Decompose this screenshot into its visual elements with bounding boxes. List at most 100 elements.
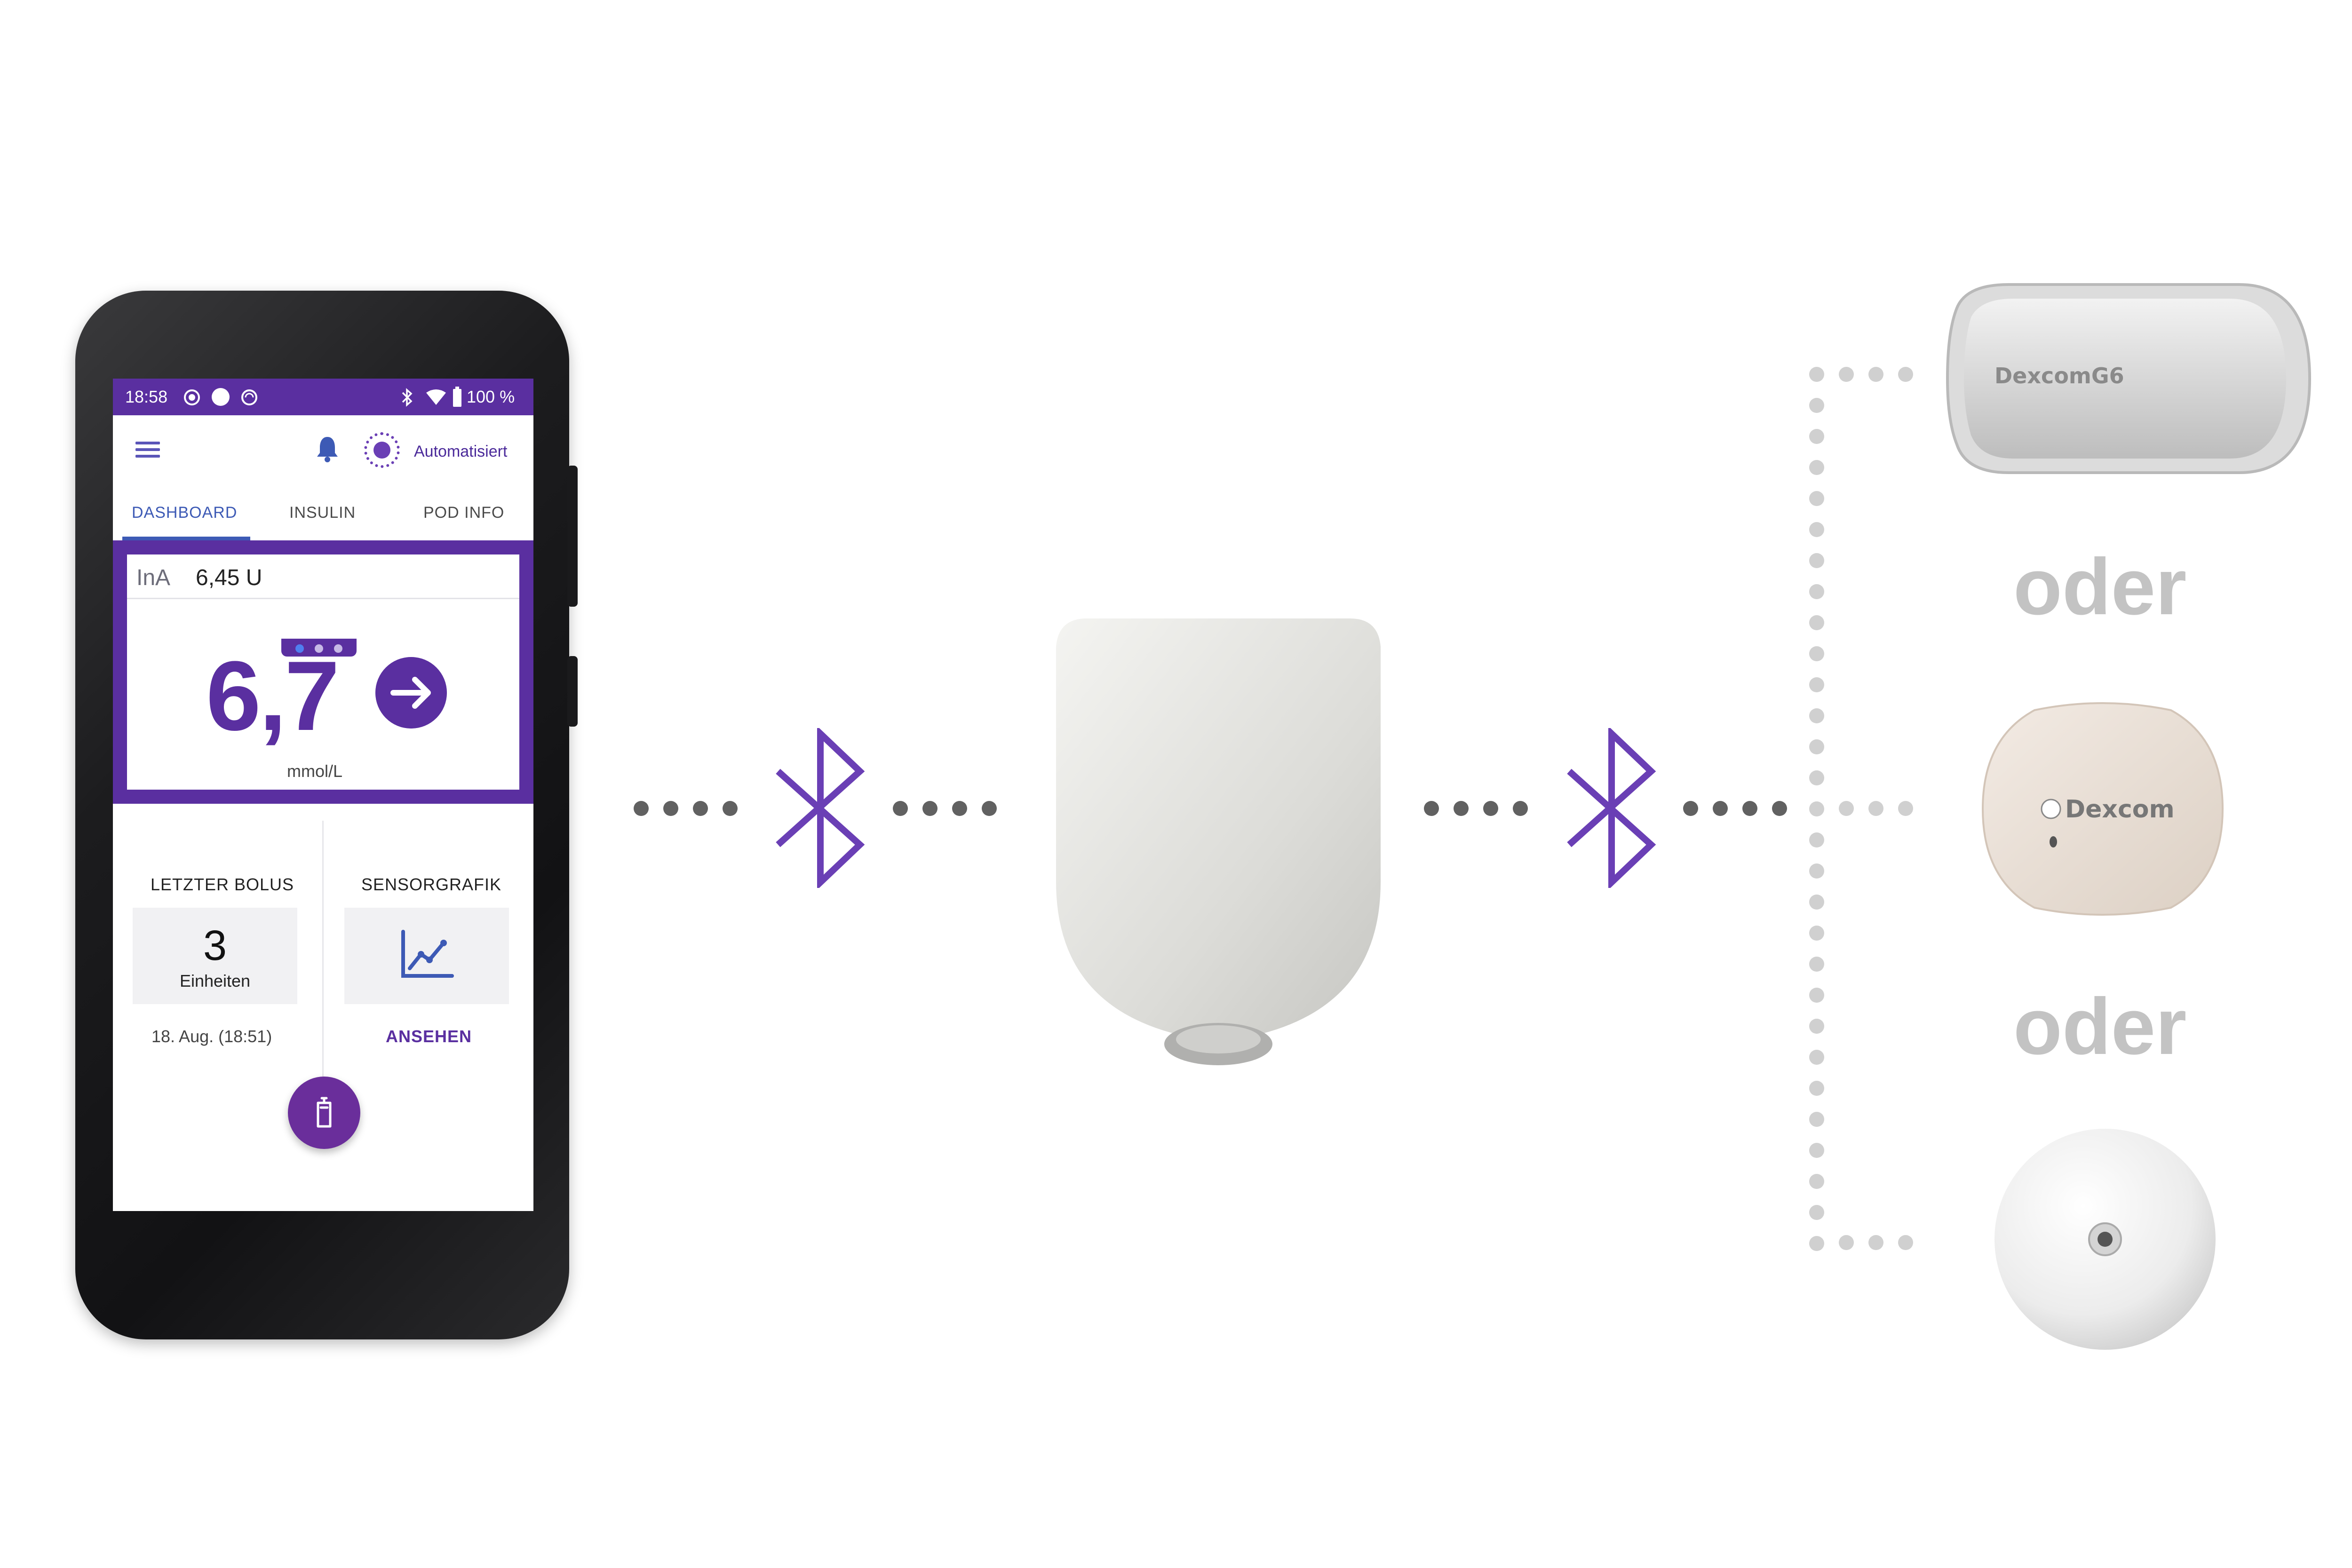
connector-dot xyxy=(1809,801,1824,816)
connector-dot xyxy=(634,801,649,816)
connector-dot xyxy=(952,801,967,816)
connector-dot xyxy=(1809,1050,1824,1065)
phone-screen: 18:58 100 % xyxy=(113,379,533,1211)
glucose-unit: mmol/L xyxy=(287,761,343,781)
automated-mode-icon[interactable] xyxy=(364,432,400,468)
bell-icon[interactable] xyxy=(315,435,340,462)
last-bolus-title: LETZTER BOLUS xyxy=(151,875,294,894)
connector-dot xyxy=(1809,926,1824,941)
connector-dot xyxy=(982,801,997,816)
connector-dot xyxy=(663,801,678,816)
connector-dot xyxy=(1424,801,1439,816)
column-divider xyxy=(322,821,324,1103)
status-time: 18:58 xyxy=(125,387,168,406)
connector-dot xyxy=(1809,895,1824,910)
glucose-card-inner: InA 6,45 U 6,7 mmol/L xyxy=(127,554,519,790)
connector-dot xyxy=(1809,460,1824,475)
connector-dot xyxy=(1868,801,1883,816)
mode-label[interactable]: Automatisiert xyxy=(414,443,508,460)
connector-dot xyxy=(922,801,938,816)
connector-dot xyxy=(1868,367,1883,382)
tab-active-indicator xyxy=(122,537,250,540)
phone-power-button xyxy=(567,656,578,727)
connector-dot xyxy=(1809,367,1824,382)
connector-dot xyxy=(1809,770,1824,785)
last-bolus-value: 3 xyxy=(203,922,227,969)
connector-dot xyxy=(1809,1019,1824,1034)
connector-dot xyxy=(1839,801,1854,816)
bluetooth-icon xyxy=(776,728,865,888)
dexcom-sensor: Dexcom xyxy=(1981,702,2224,916)
sensor-graph-title: SENSORGRAFIK xyxy=(361,875,502,894)
app-bar: Automatisiert xyxy=(113,415,533,482)
ina-label: InA xyxy=(136,565,171,590)
tab-bar: DASHBOARD INSULIN POD INFO xyxy=(113,481,533,540)
connector-dot xyxy=(1713,801,1728,816)
line-chart-icon xyxy=(401,930,454,978)
connector-dot xyxy=(1809,615,1824,630)
connector-dot xyxy=(1839,367,1854,382)
connector-dot xyxy=(1809,1236,1824,1251)
battery-icon xyxy=(453,387,461,407)
last-bolus-time: 18. Aug. (18:51) xyxy=(151,1027,272,1046)
page-indicator[interactable] xyxy=(281,639,357,657)
connector-dot xyxy=(1742,801,1757,816)
dexcom-g6-label: DexcomG6 xyxy=(1994,363,2124,388)
wifi-icon xyxy=(426,389,446,405)
bolus-icon xyxy=(317,1097,332,1128)
or-separator-1: oder xyxy=(2013,542,2187,632)
connector-dot xyxy=(1898,1235,1913,1250)
page-dot-2 xyxy=(315,644,323,653)
tab-pod-info[interactable]: POD INFO xyxy=(423,504,505,522)
glucose-value: 6,7 xyxy=(206,641,340,751)
view-sensor-graph-link[interactable]: ANSEHEN xyxy=(386,1027,472,1046)
connector-dot xyxy=(1483,801,1498,816)
connector-dot xyxy=(1454,801,1469,816)
connector-dot xyxy=(1898,801,1913,816)
connector-dot xyxy=(1809,957,1824,972)
connector-dot xyxy=(1809,1143,1824,1158)
connector-dot xyxy=(1809,988,1824,1003)
arrow-right-icon xyxy=(375,657,447,729)
record-icon xyxy=(184,389,200,405)
connector-dot xyxy=(1809,646,1824,661)
sensor-graph-box[interactable] xyxy=(344,908,509,1004)
tab-insulin[interactable]: INSULIN xyxy=(289,504,356,522)
connector-dot xyxy=(1683,801,1698,816)
bolus-button[interactable] xyxy=(288,1077,360,1149)
connector-dot xyxy=(893,801,908,816)
connector-dot xyxy=(1898,367,1913,382)
page-dot-3 xyxy=(334,644,342,653)
connector-dot xyxy=(693,801,708,816)
tab-dashboard[interactable]: DASHBOARD xyxy=(132,504,238,522)
connector-dot xyxy=(1809,832,1824,847)
connector-dot xyxy=(1809,708,1824,723)
connector-dot xyxy=(1809,429,1824,444)
page-dot-1 xyxy=(295,644,304,653)
connector-dot xyxy=(1809,553,1824,568)
connector-dot xyxy=(1839,1235,1854,1250)
connector-dot xyxy=(1809,584,1824,599)
connector-dot xyxy=(1809,398,1824,413)
round-sensor xyxy=(1994,1129,2216,1350)
connector-dot xyxy=(1809,1174,1824,1189)
connector-dot xyxy=(1809,1081,1824,1096)
connector-dot xyxy=(1809,677,1824,692)
status-bar: 18:58 100 % xyxy=(113,379,533,415)
dexcom-g6-sensor: DexcomG6 xyxy=(1946,283,2312,474)
bluetooth-icon xyxy=(1567,728,1656,888)
dexcom-label: Dexcom xyxy=(2065,795,2175,824)
glucose-card[interactable]: InA 6,45 U 6,7 mmol/L xyxy=(113,540,533,804)
last-bolus-box: 3 Einheiten xyxy=(133,908,297,1004)
connector-dot xyxy=(1772,801,1787,816)
sync-icon xyxy=(241,389,257,405)
hamburger-menu-icon[interactable] xyxy=(135,442,160,461)
divider xyxy=(127,598,519,599)
ina-value: 6,45 U xyxy=(196,565,262,590)
battery-percentage: 100 % xyxy=(467,387,515,406)
circle-icon xyxy=(212,388,230,406)
bluetooth-icon xyxy=(402,388,413,407)
connector-dot xyxy=(1809,522,1824,537)
phone-volume-button xyxy=(567,466,578,607)
